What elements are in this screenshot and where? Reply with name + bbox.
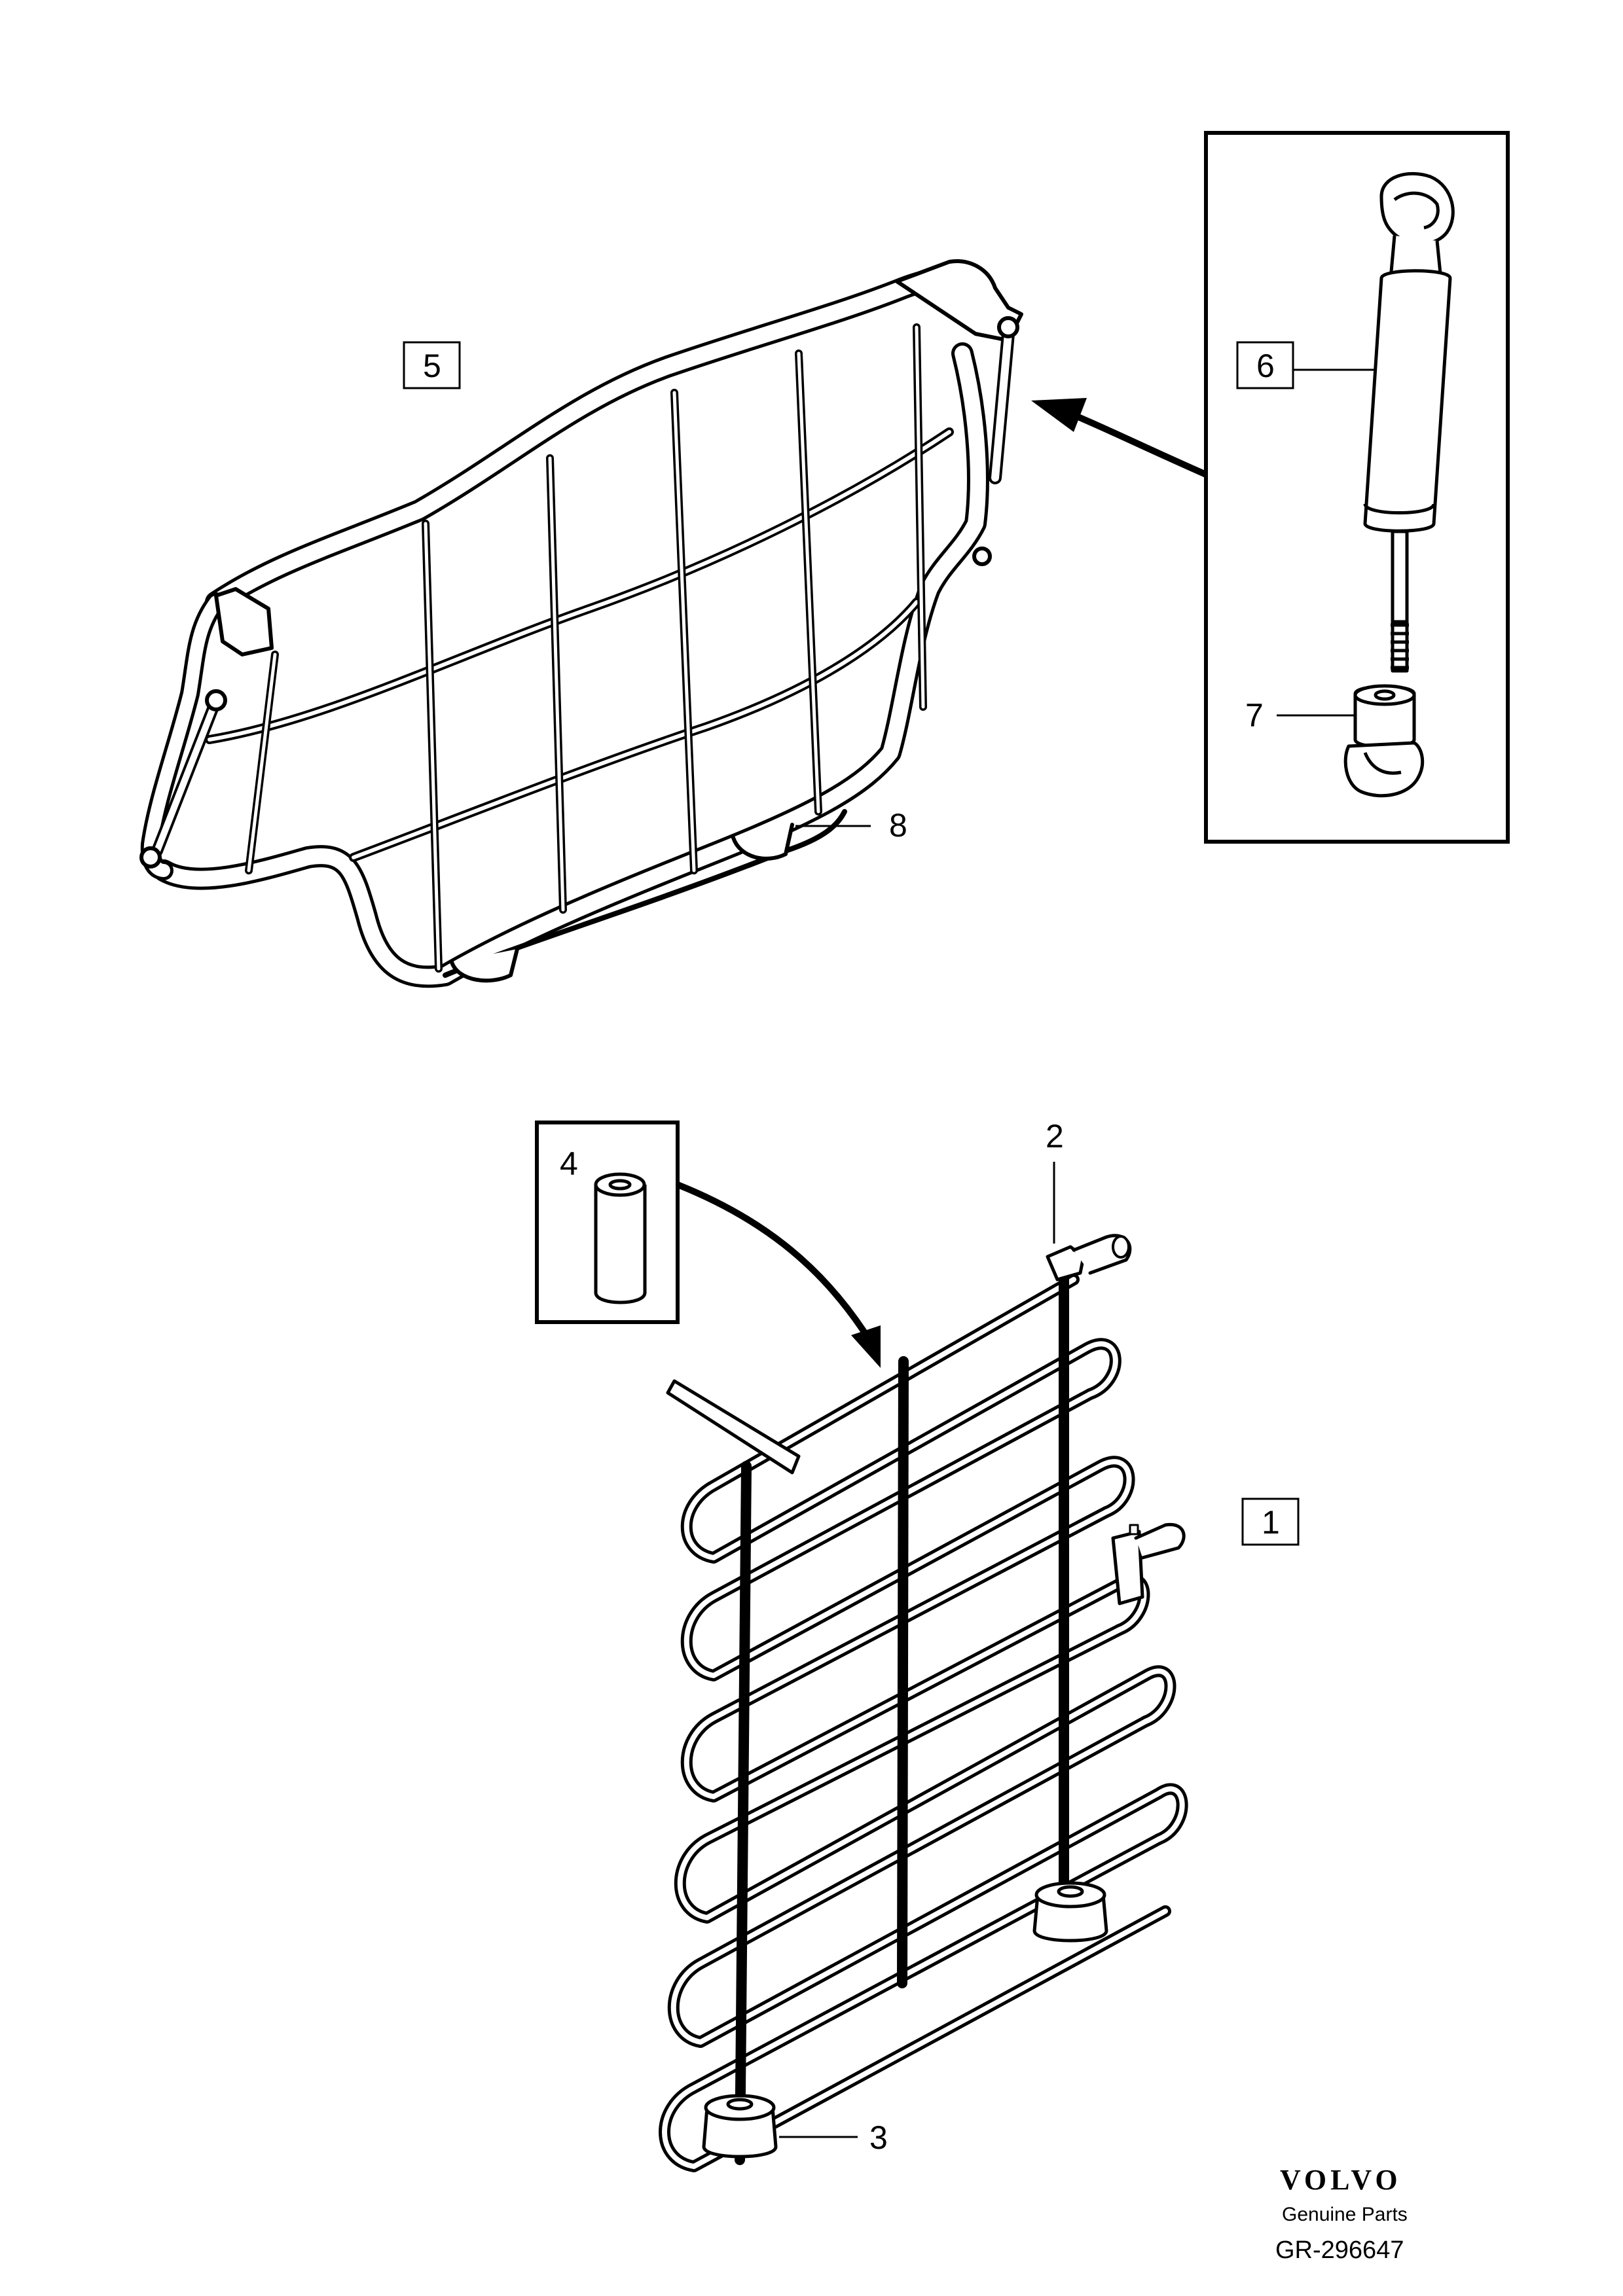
callout-7: 7	[1245, 697, 1264, 734]
strut-top-socket	[1379, 171, 1455, 246]
grille-left-bracket	[214, 587, 274, 656]
callout-6: 6	[1256, 348, 1275, 384]
bottom-knob-right	[1032, 1881, 1108, 1943]
genuine-parts-label: Genuine Parts	[1282, 2204, 1408, 2225]
callout-1-box	[1241, 1498, 1300, 1546]
callout-2: 2	[1046, 1118, 1064, 1155]
callout-6-box	[1236, 341, 1294, 389]
bottom-knob-left	[702, 2094, 778, 2159]
vertical-posts	[735, 1271, 1069, 2165]
callout-4: 4	[560, 1145, 578, 1182]
diagram-reference: GR-296647	[1275, 2236, 1404, 2264]
inset-arrow-top	[1066, 409, 1208, 478]
grille-right-bracket	[895, 259, 1023, 342]
callout-5: 5	[423, 348, 441, 384]
callout-1: 1	[1262, 1504, 1280, 1541]
volvo-logo: VOLVO	[1280, 2164, 1402, 2196]
callout-8: 8	[889, 807, 907, 844]
grille-foot-left	[450, 947, 519, 983]
callout-3: 3	[869, 2119, 888, 2156]
grille-rail-upper	[205, 427, 954, 744]
grille-bottom-tube	[153, 342, 989, 988]
strut-cylinder	[1363, 269, 1452, 533]
inset-arrow-bottom	[676, 1181, 867, 1334]
tube-guard-assembly	[659, 1234, 1188, 2172]
top-clamp	[1046, 1245, 1085, 1282]
cargo-grille-assembly	[139, 259, 1023, 988]
spacer-sleeve	[594, 1172, 647, 1304]
top-bracket-bar	[666, 1379, 801, 1475]
gas-strut	[1343, 171, 1455, 798]
callout-5-box	[403, 341, 461, 389]
strut-rod	[1391, 529, 1409, 625]
grille-foot-right	[731, 823, 794, 861]
